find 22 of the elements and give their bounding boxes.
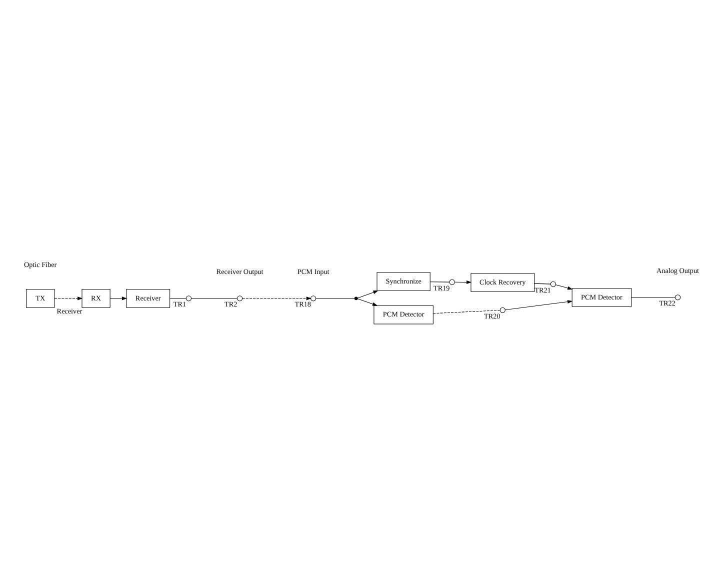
- node-circle: [310, 296, 316, 302]
- connector: [315, 298, 354, 299]
- node-dot: [354, 296, 358, 300]
- node-circle: [674, 294, 680, 300]
- arrow: [554, 284, 572, 290]
- arrow: [242, 296, 311, 300]
- node-circle: [550, 281, 556, 287]
- arrow: [504, 300, 572, 310]
- connector: [190, 298, 237, 299]
- arrow: [356, 298, 378, 306]
- node-circle: [185, 296, 192, 302]
- connector: [534, 283, 550, 284]
- arrow: [54, 296, 82, 300]
- connector: [630, 297, 675, 298]
- node-circle: [499, 307, 505, 313]
- connector: [432, 310, 500, 314]
- arrow: [356, 290, 378, 298]
- arrow: [109, 296, 127, 300]
- node-circle: [236, 296, 242, 302]
- node-circle: [448, 279, 454, 285]
- arrow: [454, 280, 472, 284]
- connector: [169, 298, 186, 299]
